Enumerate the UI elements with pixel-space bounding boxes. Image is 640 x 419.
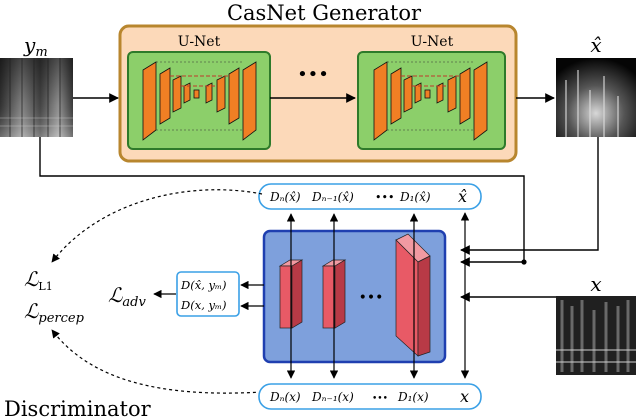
disc-output-box: [176, 271, 240, 317]
bottom-feature-dn: Dₙ(x): [269, 390, 301, 404]
bottom-feature-dots: •••: [372, 394, 388, 404]
discriminator-title: Discriminator: [4, 397, 152, 419]
top-features-to-loss-curve: [51, 189, 263, 263]
enhanced-output-label: x̂: [590, 33, 601, 57]
disc-output-fake: D(x̂, yₘ): [180, 278, 227, 292]
disc-output-real: D(x, yₘ): [180, 298, 227, 312]
bottom-feature-bar: [258, 383, 482, 410]
unet-right-label: U-Net: [411, 34, 454, 50]
generator-dots: •••: [297, 64, 329, 85]
unet-right-layers: [373, 61, 488, 141]
noisy-input-label: ym: [23, 33, 48, 60]
bottom-feature-end: x: [460, 387, 469, 406]
percep-loss-label: ℒpercep: [24, 299, 85, 326]
unet-left-layers: [142, 61, 257, 141]
top-feature-d1: D₁(x̂): [399, 190, 431, 204]
bottom-features-to-loss-curve: [51, 329, 263, 394]
disc-dots: •••: [359, 290, 384, 306]
bottom-feature-dn1: Dₙ₋₁(x): [311, 390, 354, 404]
enhanced-spectrogram: [556, 58, 636, 137]
top-feature-dn1: Dₙ₋₁(x̂): [311, 190, 354, 204]
noisy-spectrogram: [0, 58, 73, 137]
generator-title: CasNet Generator: [227, 1, 422, 25]
bottom-feature-d1: D₁(x): [397, 390, 429, 404]
top-feature-dn: Dₙ(x̂): [269, 190, 301, 204]
feature-links: [286, 212, 470, 379]
unet-left-label: U-Net: [178, 34, 221, 50]
top-feature-bar: [258, 183, 482, 210]
top-feature-end: x̂: [458, 187, 467, 206]
disc-layer-n: [395, 233, 431, 357]
clean-input-label: x: [590, 272, 601, 296]
noisy-condition-path: [39, 137, 525, 267]
top-feature-dots: •••: [375, 191, 394, 204]
enhanced-to-disc-arrow: [460, 137, 599, 255]
clean-spectrogram: [556, 296, 636, 375]
l1-loss-label: ℒL1: [24, 267, 53, 293]
adv-loss-label: ℒadv: [108, 283, 146, 310]
junction-dot: [521, 259, 527, 265]
